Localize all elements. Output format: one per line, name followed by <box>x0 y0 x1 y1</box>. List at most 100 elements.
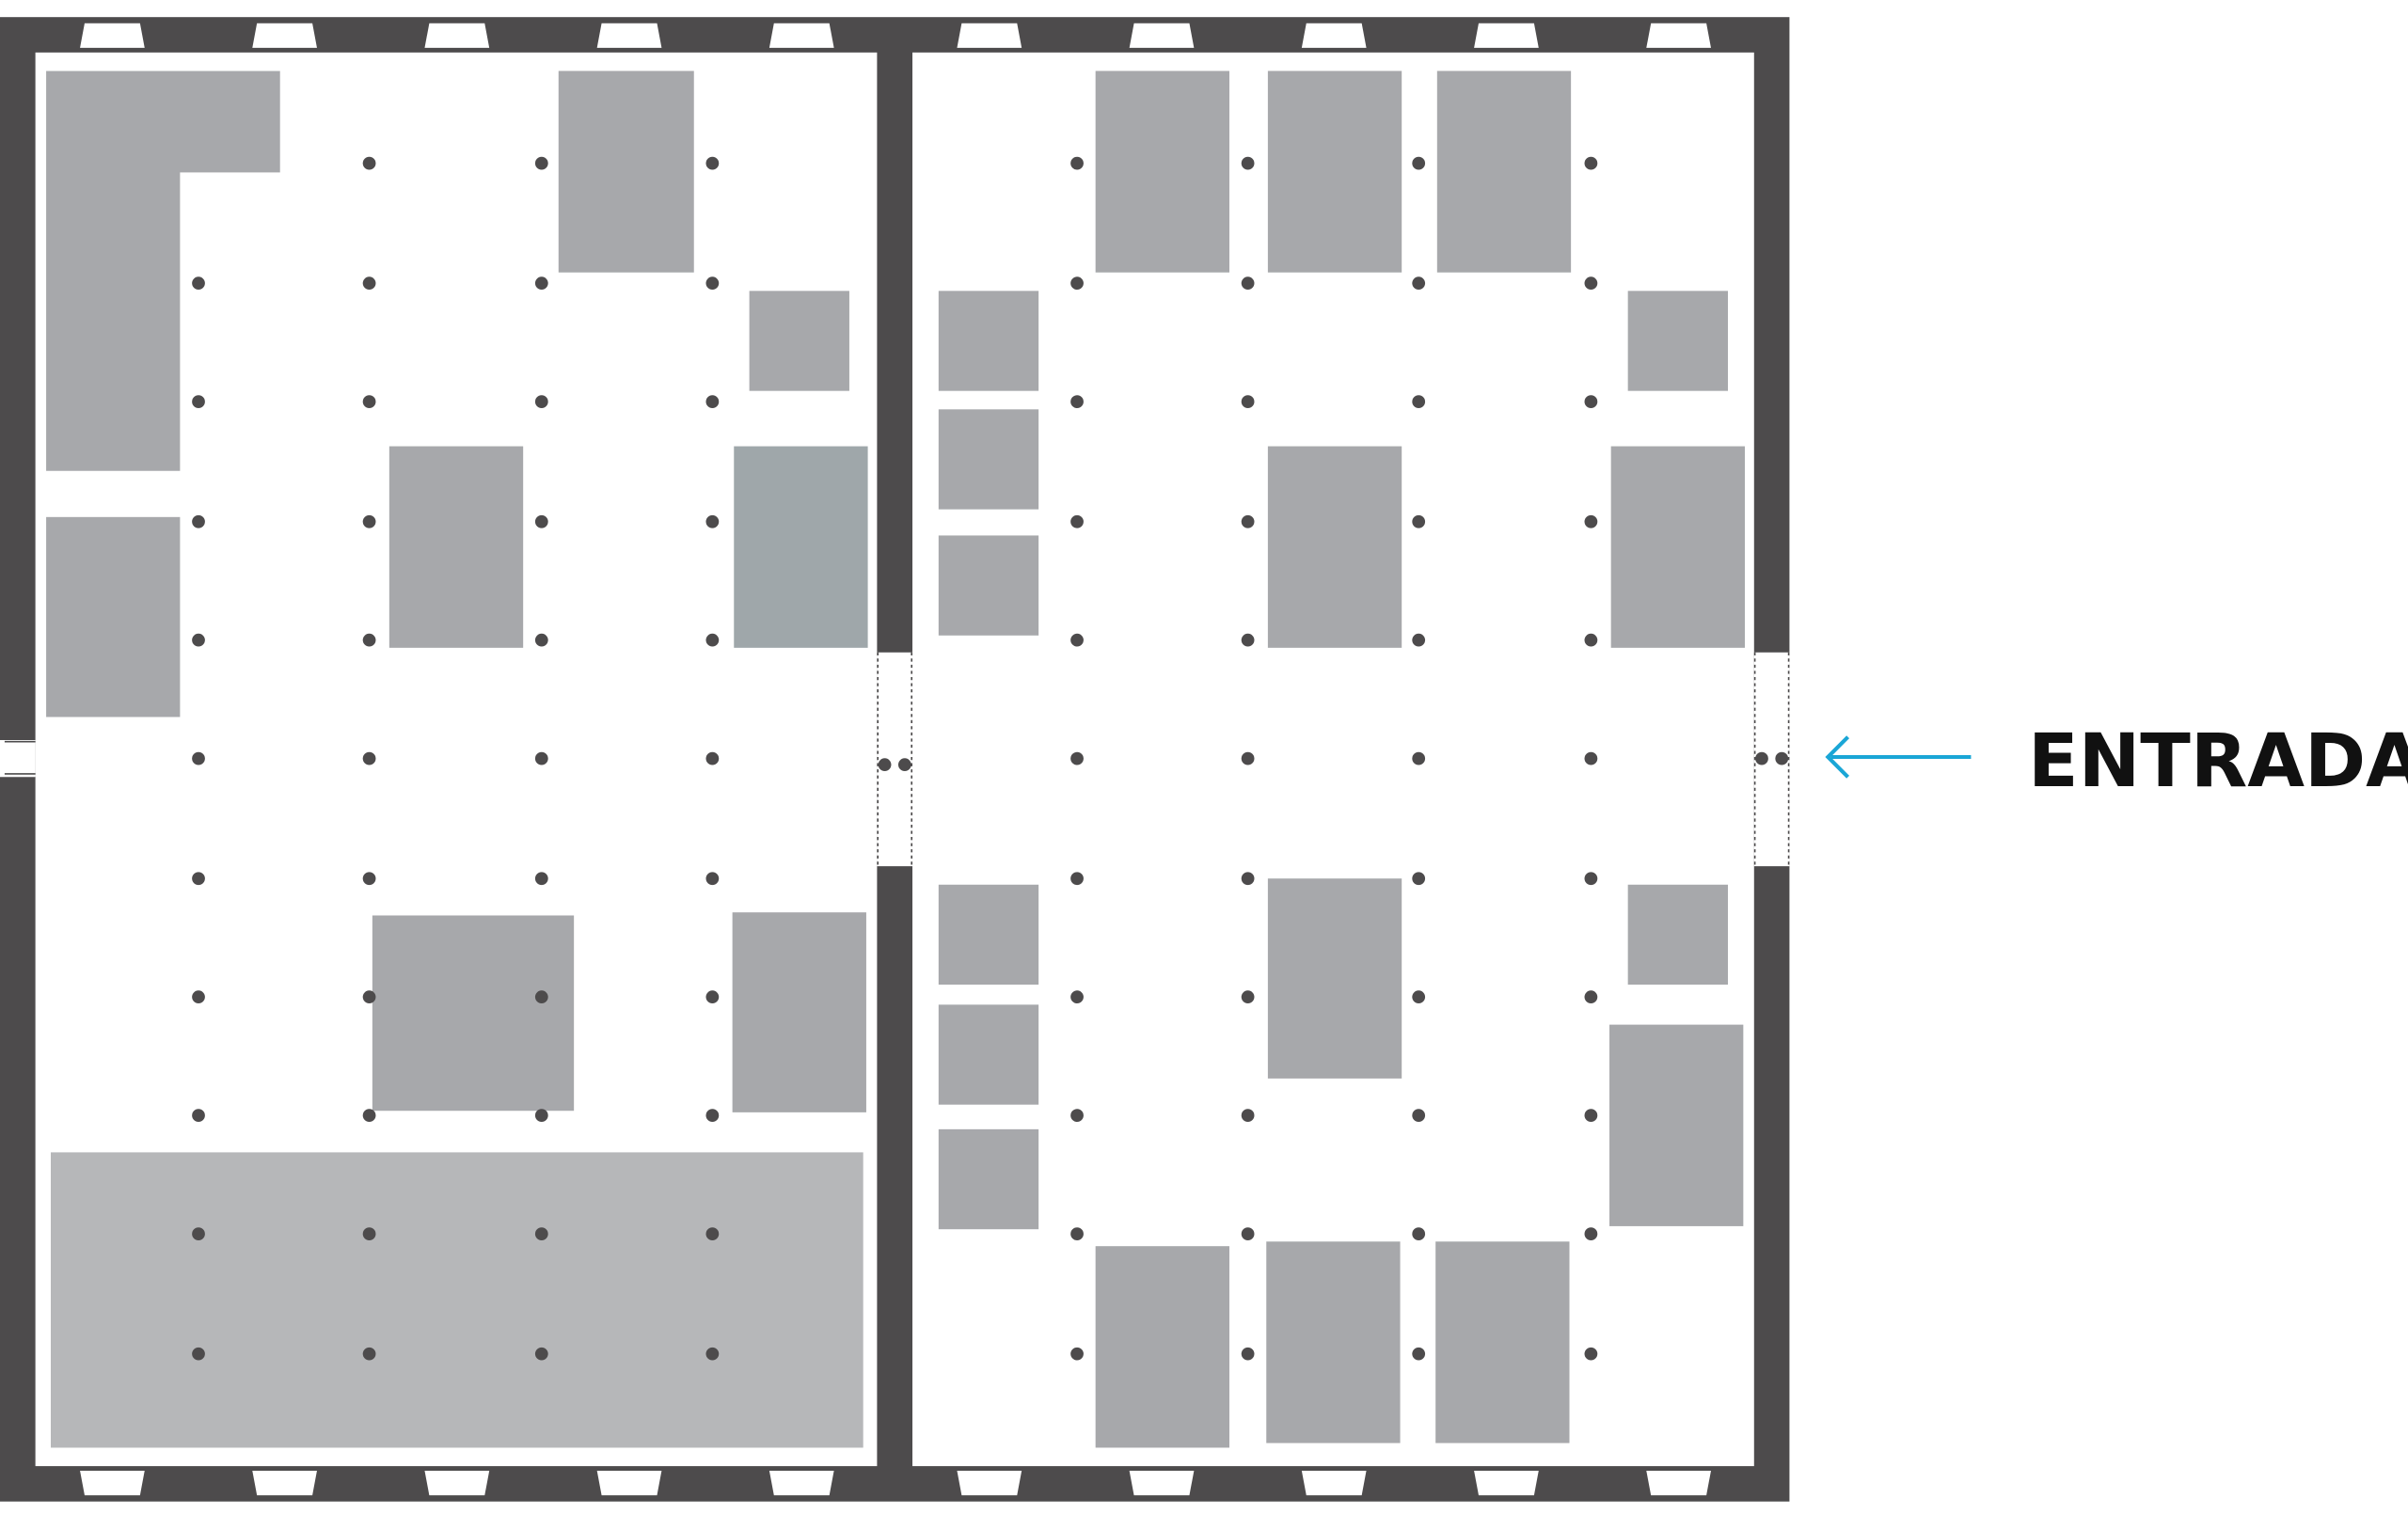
exhibit-block <box>938 291 1039 391</box>
pillar-dot <box>534 514 548 528</box>
exhibit-block <box>938 535 1039 636</box>
pillar-dot <box>1241 633 1255 647</box>
pillar-dot <box>1584 514 1598 528</box>
pillar-dot <box>1412 751 1426 765</box>
pillar-dot <box>534 1227 548 1240</box>
entrance-label: ENTRADA <box>2028 718 2408 804</box>
pillar-dot <box>1584 1347 1598 1361</box>
pillar-dot <box>534 156 548 170</box>
pillar-dot <box>362 156 376 170</box>
window-top <box>1301 23 1367 48</box>
pillar-dot <box>1241 872 1255 886</box>
pillar-dot <box>362 990 376 1004</box>
pillar-dot <box>1584 276 1598 291</box>
pillar-dot <box>192 990 205 1004</box>
pillar-dot <box>1070 514 1084 528</box>
pillar-dot <box>1412 395 1426 409</box>
pillar-dot <box>1241 1227 1255 1240</box>
pillar-dot <box>1241 156 1255 170</box>
pillar-dot <box>1412 872 1426 886</box>
pillar-dot <box>362 633 376 647</box>
pillar-dot <box>362 751 376 765</box>
pillar-dot <box>897 758 911 772</box>
pillar-dot <box>1584 751 1598 765</box>
pillar-dot <box>362 395 376 409</box>
pillar-dot <box>1241 990 1255 1004</box>
exhibit-block <box>938 1004 1039 1105</box>
pillar-dot <box>705 1227 720 1240</box>
exhibit-block <box>558 71 694 273</box>
window-bottom <box>1646 1471 1711 1496</box>
pillar-dot <box>1070 1347 1084 1361</box>
pillar-dot <box>1412 1227 1426 1240</box>
pillar-dot <box>192 751 205 765</box>
exhibit-block <box>50 1152 863 1448</box>
pillar-dot <box>1070 1227 1084 1240</box>
exhibit-blocks <box>46 71 1745 1448</box>
pillar-dot <box>362 514 376 528</box>
pillar-dot <box>1070 156 1084 170</box>
exhibit-block <box>1267 878 1402 1079</box>
window-top <box>1129 23 1195 48</box>
window-top <box>424 23 490 48</box>
window-bottom <box>768 1471 834 1496</box>
pillar-dot <box>1584 633 1598 647</box>
pillar-dot <box>534 751 548 765</box>
pillar-dot <box>534 1109 548 1123</box>
window-top <box>80 23 145 48</box>
exhibit-block <box>1435 1241 1570 1443</box>
pillar-dot <box>1241 514 1255 528</box>
pillar-dot <box>1584 156 1598 170</box>
pillar-dot <box>534 395 548 409</box>
window-bottom <box>1474 1471 1539 1496</box>
pillar-dot <box>1241 751 1255 765</box>
pillar-dot <box>192 872 205 886</box>
pillar-dot <box>192 395 205 409</box>
pillar-dot <box>1412 514 1426 528</box>
exhibit-block <box>938 1128 1039 1230</box>
pillar-dot <box>192 1109 205 1123</box>
pillar-dot <box>534 990 548 1004</box>
exhibit-block <box>1627 291 1728 391</box>
pillar-dot <box>192 1227 205 1240</box>
l-shaped-block <box>46 71 280 471</box>
exhibit-block <box>1095 71 1229 273</box>
window-bottom <box>1301 1471 1367 1496</box>
pillar-dot <box>362 1109 376 1123</box>
pillar-dot <box>705 514 720 528</box>
pillar-dot <box>1241 1109 1255 1123</box>
pillar-dot <box>534 633 548 647</box>
pillar-dot <box>705 276 720 291</box>
pillar-dot <box>705 751 720 765</box>
pillar-dot <box>362 276 376 291</box>
exhibit-block <box>46 516 181 718</box>
pillar-dot <box>362 1227 376 1240</box>
pillar-dot <box>1070 872 1084 886</box>
window-bottom <box>957 1471 1022 1496</box>
exhibit-block <box>938 884 1039 986</box>
pillar-dot <box>1412 276 1426 291</box>
pillar-dot <box>362 1347 376 1361</box>
pillar-dot <box>1584 990 1598 1004</box>
pillar-dot <box>705 1347 720 1361</box>
exhibit-block <box>1095 1246 1229 1448</box>
pillar-dot <box>1412 633 1426 647</box>
pillar-dot <box>1584 1109 1598 1123</box>
exhibit-block <box>1609 1024 1744 1226</box>
window-bottom <box>80 1471 145 1496</box>
exhibit-block <box>388 446 524 648</box>
pillar-dot <box>1412 990 1426 1004</box>
pillar-dot <box>878 758 892 772</box>
pillar-dot <box>1584 1227 1598 1240</box>
pillar-dot <box>1070 1109 1084 1123</box>
pillar-dot <box>1070 395 1084 409</box>
pillar-dot <box>192 1347 205 1361</box>
left-wall-door <box>0 740 36 778</box>
pillar-dot <box>1584 872 1598 886</box>
pillar-dot <box>705 395 720 409</box>
window-top <box>596 23 662 48</box>
pillar-dot <box>1412 156 1426 170</box>
exhibit-block <box>749 291 849 391</box>
exhibit-block <box>372 915 575 1112</box>
pillar-dot <box>1412 1109 1426 1123</box>
